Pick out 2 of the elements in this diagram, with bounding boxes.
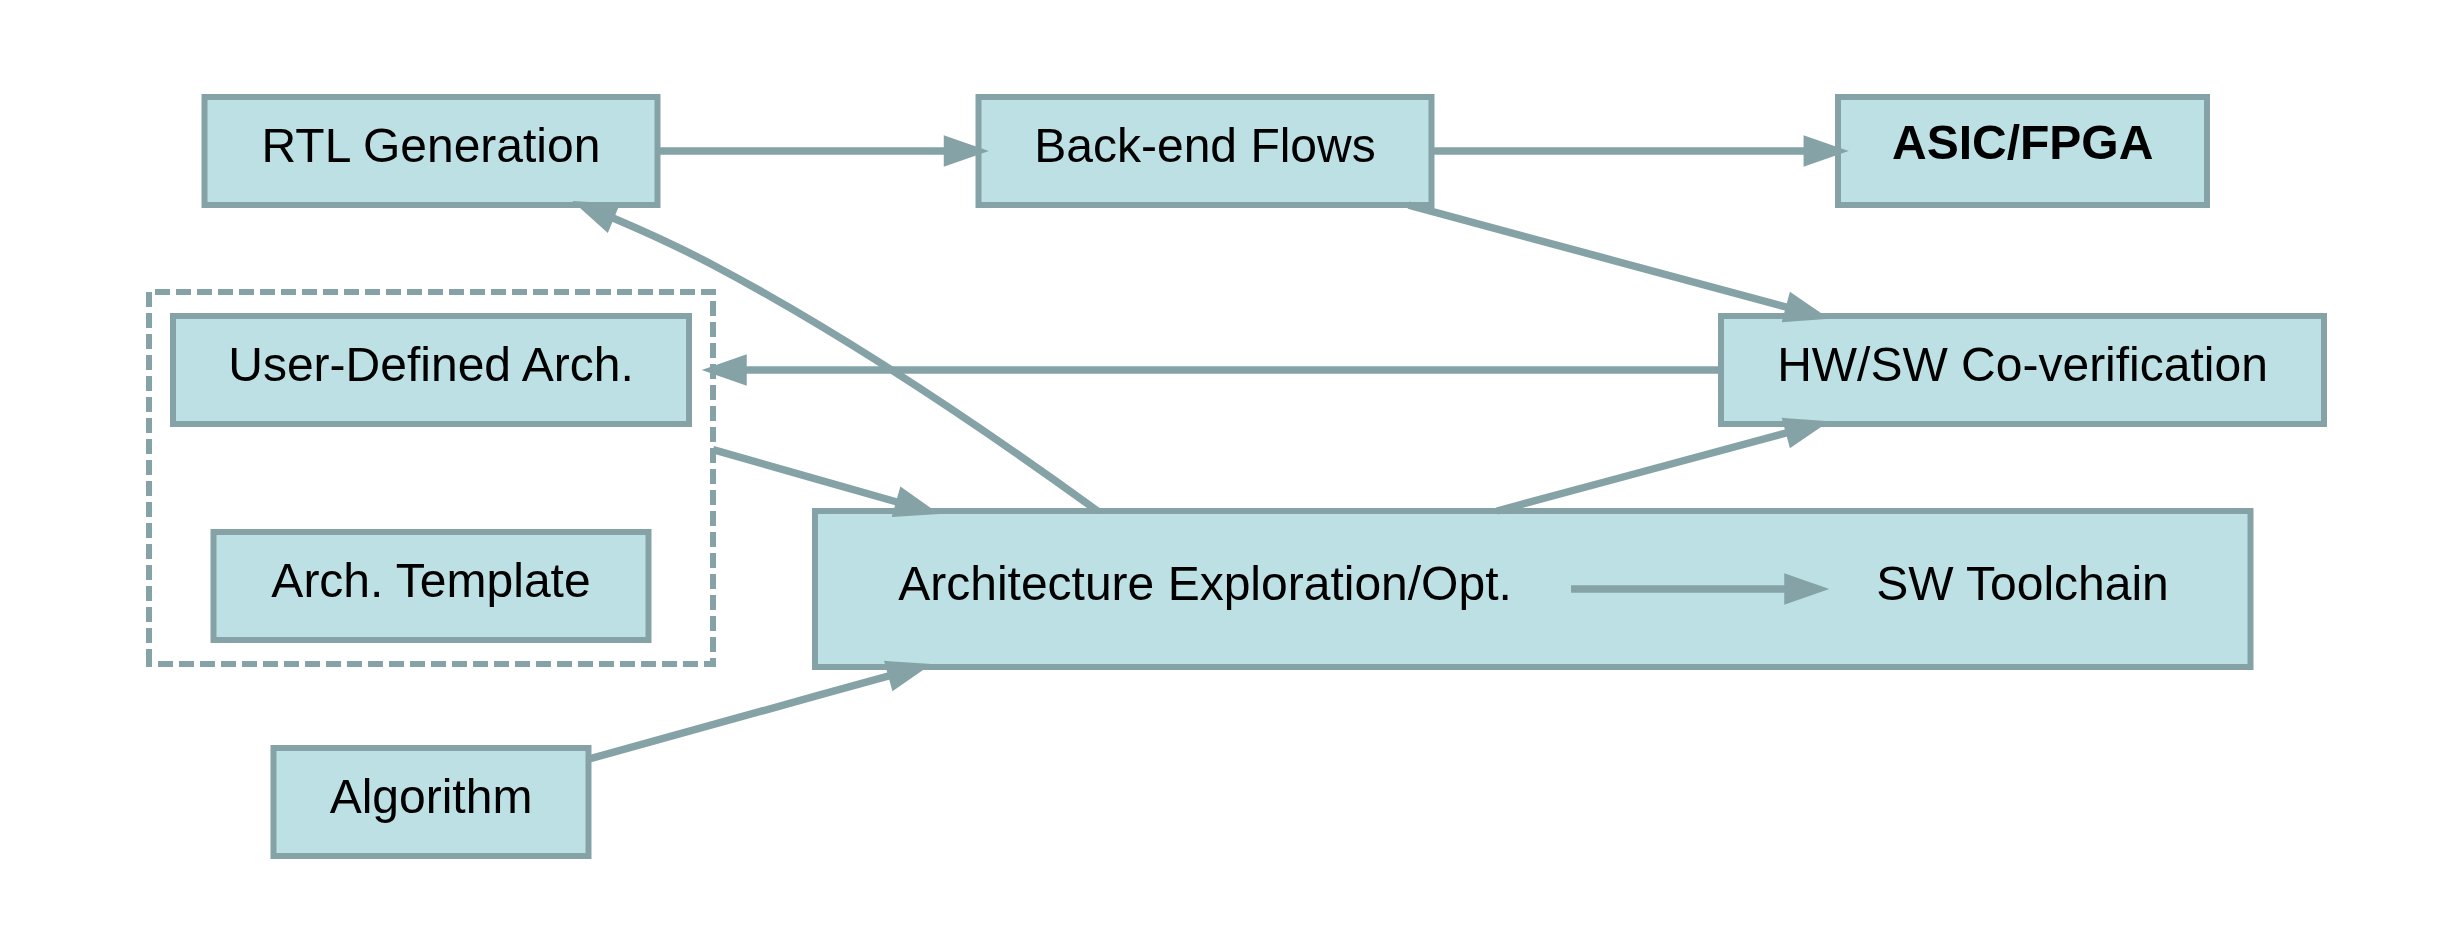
node-text: Architecture Exploration/Opt. [897, 556, 1512, 610]
node-text: SW Toolchain [1875, 556, 2169, 610]
